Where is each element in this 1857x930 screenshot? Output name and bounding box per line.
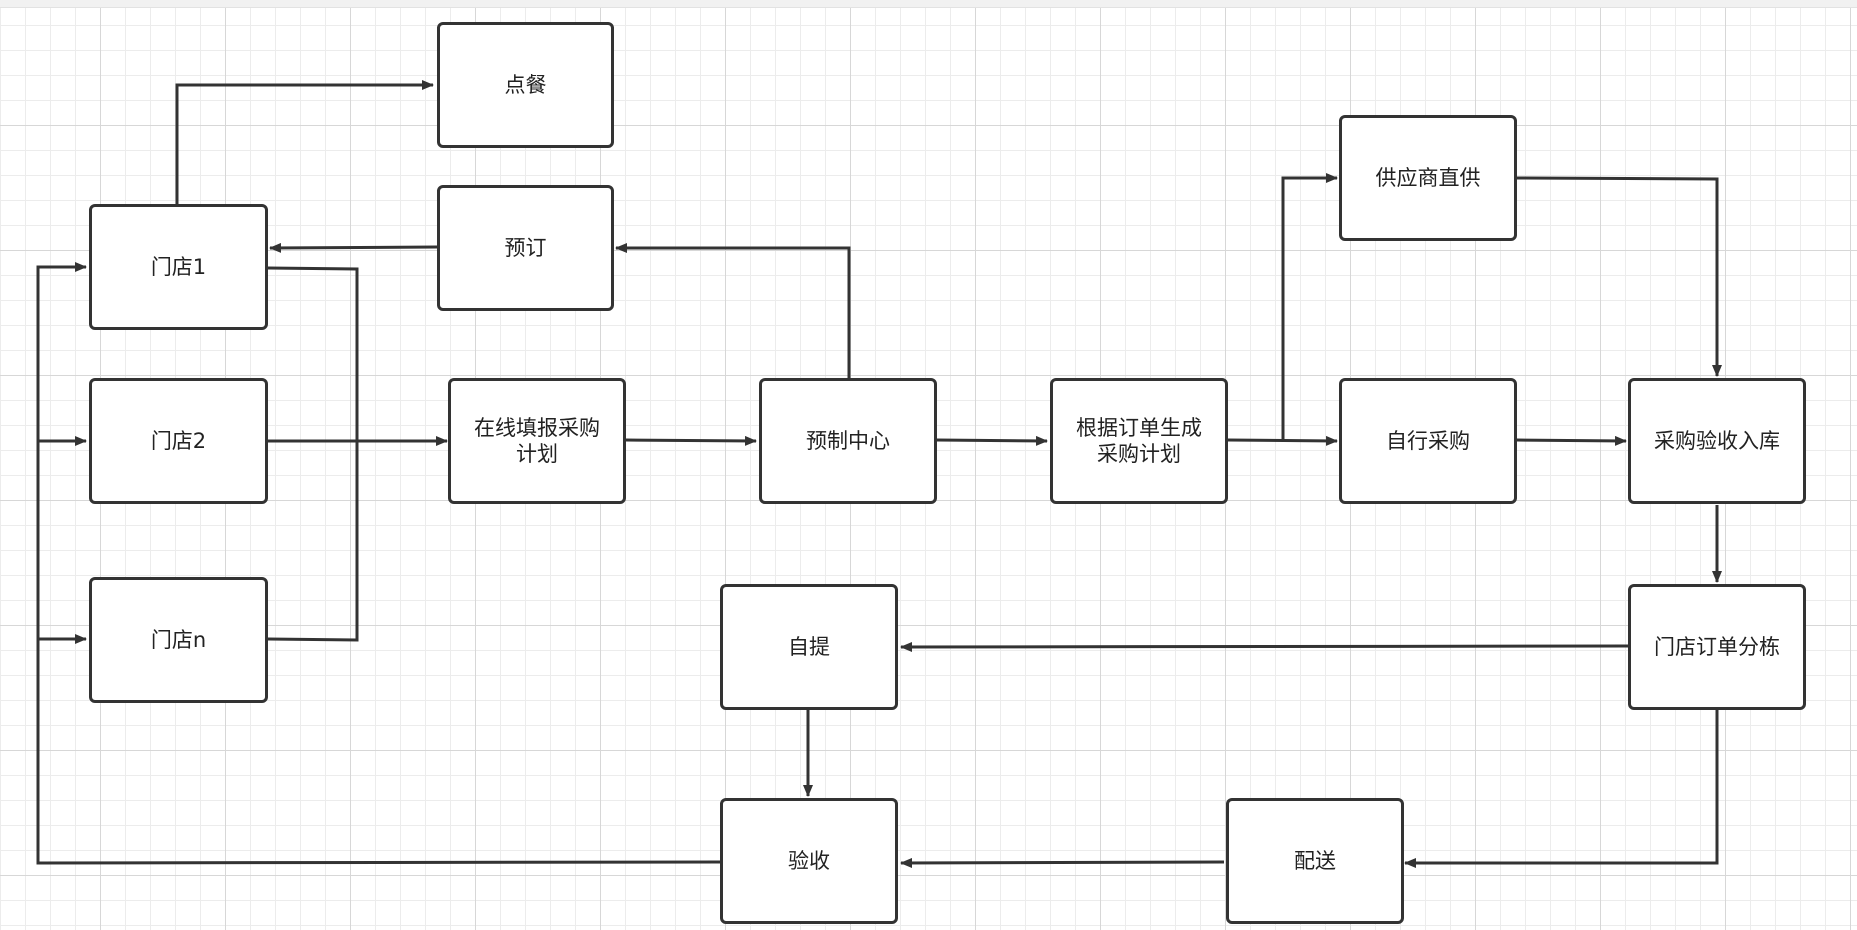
node-mendian2[interactable]: 门店2 (89, 378, 268, 504)
edge-yuding-to-mendian1 (269, 242, 438, 253)
edge-zixing-to-yanshouruku (1516, 435, 1627, 446)
edge-genju-to-gongying (1281, 173, 1338, 440)
top-bar (0, 0, 1857, 8)
node-mendian1[interactable]: 门店1 (89, 204, 268, 330)
edge-fenjian-to-peisong (1404, 709, 1719, 868)
node-yanshou[interactable]: 验收 (720, 798, 898, 924)
edge-mendian1-to-diancan (175, 80, 434, 205)
node-yuding[interactable]: 预订 (437, 185, 614, 311)
node-peisong[interactable]: 配送 (1226, 798, 1404, 924)
edge-peisong-to-yanshou (900, 857, 1225, 868)
edge-gongying-to-yanshouruku (1516, 176, 1722, 377)
edge-fenjian-to-ziti (900, 641, 1629, 652)
node-zaixian[interactable]: 在线填报采购 计划 (448, 378, 626, 504)
node-mendiann[interactable]: 门店n (89, 577, 268, 703)
node-zixing[interactable]: 自行采购 (1339, 378, 1517, 504)
node-gongying[interactable]: 供应商直供 (1339, 115, 1517, 241)
edge-genju-to-zixing (1227, 435, 1338, 446)
node-diancan[interactable]: 点餐 (437, 22, 614, 148)
node-yanshouruku[interactable]: 采购验收入库 (1628, 378, 1806, 504)
edge-zaixian-to-yuzhi (625, 435, 757, 446)
node-yuzhi[interactable]: 预制中心 (759, 378, 937, 504)
edge-mendian1-to-zaixian (267, 266, 359, 440)
edge-yanshou-to-mendian1 (36, 262, 721, 865)
node-ziti[interactable]: 自提 (720, 584, 898, 710)
edge-yuzhi-to-genju (936, 435, 1048, 446)
edge-yuzhi-to-yuding (615, 243, 851, 380)
node-genju[interactable]: 根据订单生成 采购计划 (1050, 378, 1228, 504)
edge-mendiann-to-zaixian (267, 440, 359, 642)
node-fenjian[interactable]: 门店订单分栋 (1628, 584, 1806, 710)
